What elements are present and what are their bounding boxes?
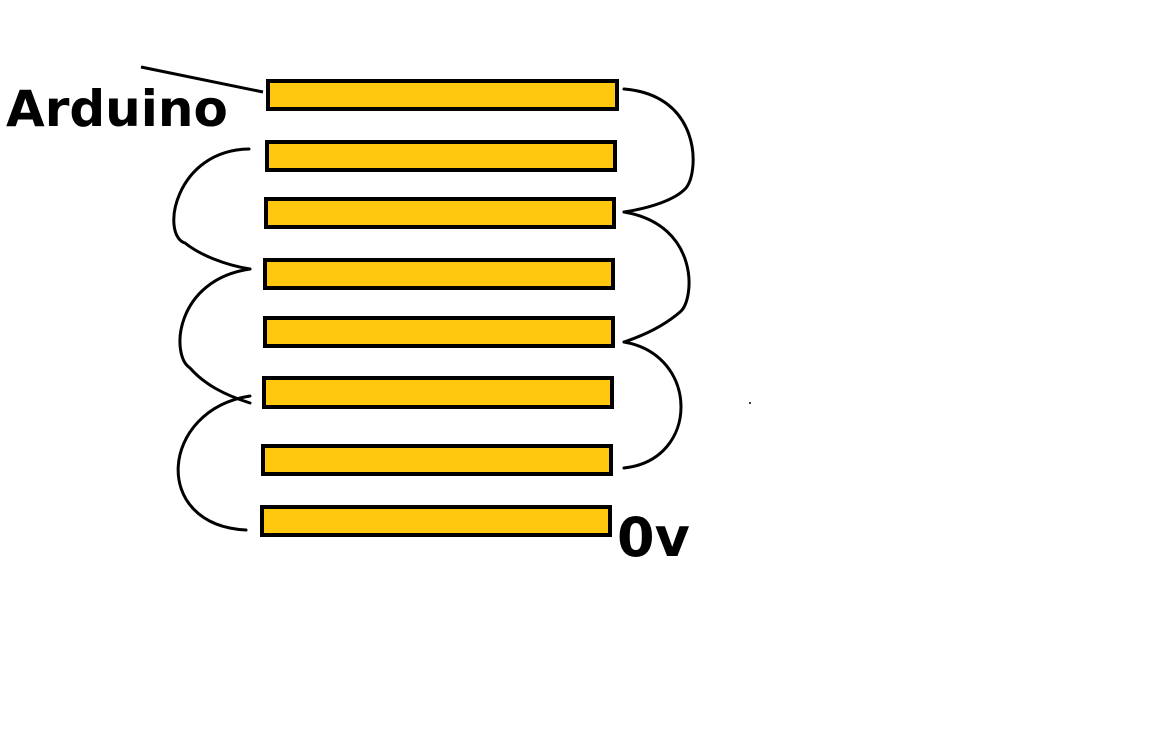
led-strips (260, 79, 619, 537)
connecting-wires (172, 87, 695, 532)
stray-dot (749, 402, 751, 404)
wire-right-1-3 (622, 87, 695, 214)
arduino-leader-line (140, 65, 264, 94)
led-strip-6 (262, 376, 614, 409)
wire-left-2-4 (172, 147, 252, 271)
wire-right-3-5 (622, 210, 691, 344)
arduino-label: Arduino (6, 80, 228, 138)
led-strip-1 (266, 79, 619, 111)
led-strip-5 (263, 316, 615, 348)
led-strip-7 (261, 444, 613, 476)
wire-right-5-7 (622, 340, 683, 470)
wire-left-4-6 (178, 267, 252, 405)
led-strip-3 (264, 197, 616, 229)
wire-left-6-8 (176, 394, 252, 532)
led-strip-2 (265, 140, 617, 172)
led-strip-4 (263, 258, 615, 290)
ground-label: 0v (617, 506, 690, 569)
led-strip-8 (260, 505, 612, 537)
